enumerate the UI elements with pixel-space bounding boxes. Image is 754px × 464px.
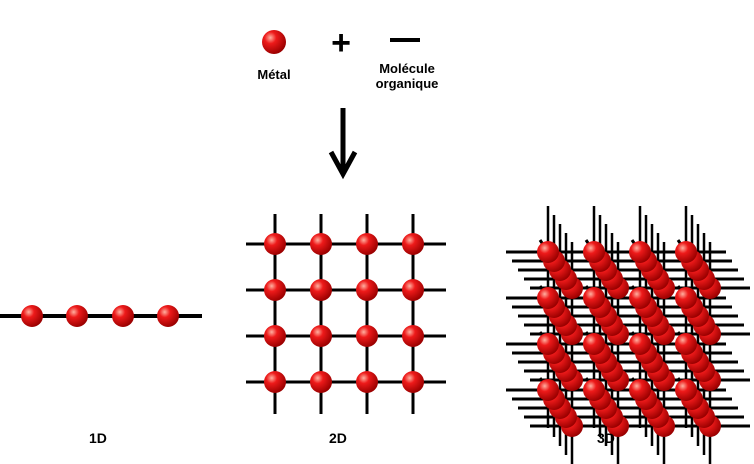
down-arrow-icon	[328, 108, 358, 180]
label-1d: 1D	[89, 430, 107, 446]
metal-node	[310, 233, 332, 255]
metal-node	[402, 325, 424, 347]
plus-sign: +	[331, 24, 351, 62]
metal-node	[157, 305, 179, 327]
metal-node	[537, 379, 559, 401]
metal-node	[356, 325, 378, 347]
metal-node	[537, 241, 559, 263]
metal-sphere-icon	[262, 30, 286, 54]
metal-node	[675, 241, 697, 263]
metal-node	[310, 279, 332, 301]
metal-node	[629, 287, 651, 309]
structure-2d	[246, 214, 446, 414]
metal-node	[583, 287, 605, 309]
structure-1d	[0, 305, 202, 327]
organic-molecule-line-icon	[390, 38, 420, 42]
metal-node	[264, 279, 286, 301]
metal-node	[629, 333, 651, 355]
metal-node	[356, 279, 378, 301]
metal-node	[629, 379, 651, 401]
metal-node	[675, 333, 697, 355]
metal-node	[537, 333, 559, 355]
metal-node	[402, 279, 424, 301]
metal-node	[356, 233, 378, 255]
metal-node	[264, 325, 286, 347]
metal-node	[310, 325, 332, 347]
metal-node	[675, 379, 697, 401]
metal-node	[629, 241, 651, 263]
metal-node	[583, 241, 605, 263]
metal-node	[583, 333, 605, 355]
label-3d: 3D	[597, 430, 615, 446]
metal-label: Métal	[257, 67, 291, 82]
metal-node	[21, 305, 43, 327]
metal-node	[310, 371, 332, 393]
metal-node	[402, 371, 424, 393]
metal-node	[402, 233, 424, 255]
metal-node	[112, 305, 134, 327]
metal-node	[537, 287, 559, 309]
metal-node	[675, 287, 697, 309]
metal-node	[264, 371, 286, 393]
label-2d: 2D	[329, 430, 347, 446]
organic-molecule-label: Molécule organique	[375, 61, 439, 91]
metal-node	[583, 379, 605, 401]
metal-node	[264, 233, 286, 255]
metal-node	[356, 371, 378, 393]
structure-3d	[506, 206, 750, 464]
metal-node	[66, 305, 88, 327]
